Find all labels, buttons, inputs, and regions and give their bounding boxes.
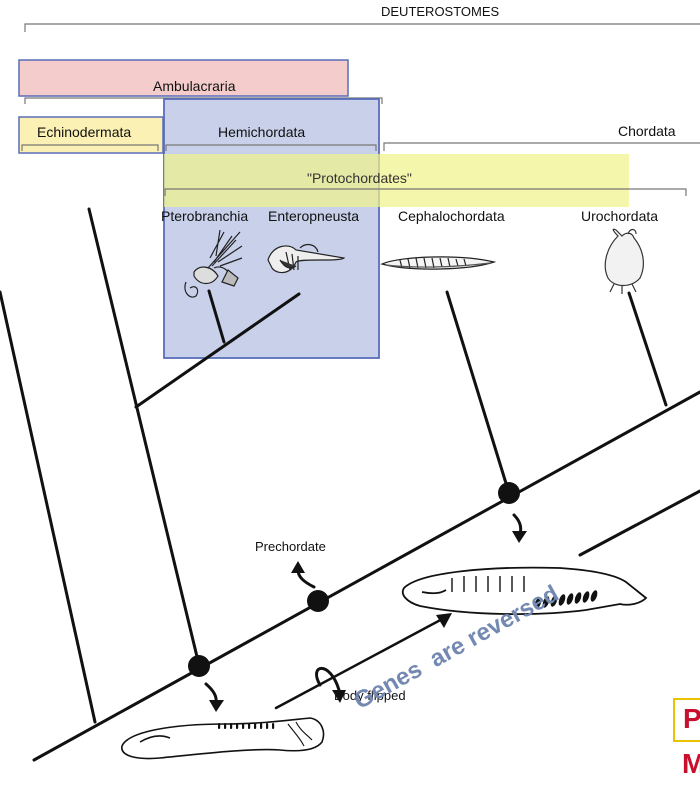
protochordates-box <box>164 154 629 207</box>
cephalochordata-branch <box>445 290 511 495</box>
urochordata-icon <box>604 228 644 294</box>
ambulacraria-branch <box>87 207 201 667</box>
ancestral-larva-bottom <box>121 717 325 760</box>
hemichordata-stem <box>134 292 301 409</box>
cephalochordata-label: Cephalochordata <box>398 208 505 224</box>
prechordate-arrowhead <box>291 561 305 573</box>
enteropneusta-label: Enteropneusta <box>268 208 360 224</box>
down-arrow-left <box>204 682 218 704</box>
deuterostomes-label: DEUTEROSTOMES <box>381 4 500 19</box>
body-flipped-label: Body flipped <box>334 688 406 703</box>
hemichordata-label: Hemichordata <box>218 124 306 140</box>
echinodermata-label: Echinodermata <box>37 124 132 140</box>
urochordata-label: Urochordata <box>581 208 659 224</box>
protochordates-bracket <box>164 188 687 196</box>
tree-branches <box>0 207 700 762</box>
enteropneusta-icon <box>267 243 346 274</box>
pterobranchia-branch <box>207 289 226 344</box>
prechordate-label: Prechordate <box>255 539 326 554</box>
ambulacraria-box <box>18 59 349 97</box>
echinodermata-box <box>18 116 164 154</box>
chordata-label: Chordata <box>618 123 676 139</box>
echinodermata-bracket <box>21 144 159 151</box>
ambulacraria-label: Ambulacraria <box>153 78 236 94</box>
ambulacraria-bracket <box>24 97 383 104</box>
protochordates-label: "Protochordates" <box>307 170 412 186</box>
node-prechordate <box>307 590 329 612</box>
down-arrowhead-right <box>512 531 527 543</box>
edge-box <box>673 698 700 742</box>
edge-letter-p: P <box>683 703 700 734</box>
node-deuterostome <box>188 655 210 677</box>
cephalochordata-icon <box>380 256 497 270</box>
edge-letter-m: M <box>682 748 700 779</box>
pterobranchia-icon <box>184 229 243 298</box>
flip-arrow-shaft <box>274 615 448 710</box>
prechordate-larva-right <box>401 566 648 615</box>
chordata-bracket <box>383 142 700 151</box>
body-flip-arrowhead <box>332 690 346 703</box>
deuterostomes-bracket <box>24 23 700 32</box>
down-arrowhead-left <box>209 700 224 712</box>
node-chordate <box>498 482 520 504</box>
hemichordata-bracket <box>165 144 377 151</box>
pterobranchia-label: Pterobranchia <box>161 208 249 224</box>
body-flip-arrow <box>315 667 341 692</box>
main-stem <box>32 390 700 762</box>
urochordata-branch <box>627 291 668 407</box>
left-edge-branch <box>0 290 97 724</box>
lower-right-branch <box>578 489 700 557</box>
flip-arrowhead <box>436 613 452 628</box>
